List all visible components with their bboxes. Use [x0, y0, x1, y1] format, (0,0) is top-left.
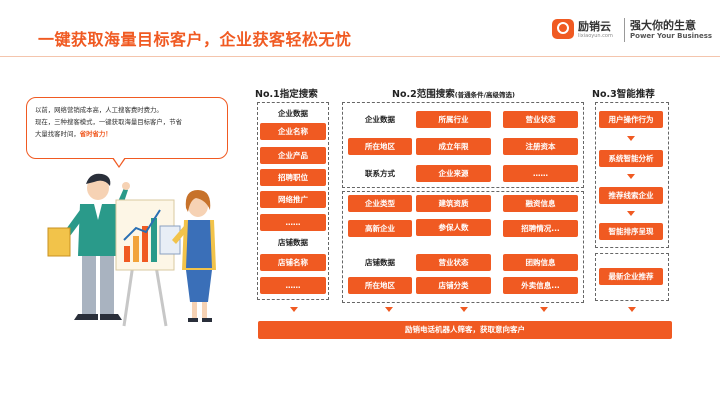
logo-icon [552, 19, 574, 39]
col3-latest-box [595, 253, 669, 301]
logo-url: lixiaoyun.com [578, 33, 613, 39]
logo-separator [624, 18, 625, 42]
col3-flow-box [595, 102, 669, 248]
bubble-line-1: 以前，网络营销成本高，人工搜客费时费力。 [35, 106, 163, 114]
logo-slogan: 强大你的生意 [630, 19, 696, 32]
col1-box [257, 102, 329, 300]
arrow-down-icon [460, 307, 468, 312]
col2-adv-qualification[interactable]: 建筑资质 [416, 195, 491, 212]
arrow-down-icon [385, 307, 393, 312]
arrow-down-icon [627, 211, 635, 216]
arrow-down-icon [290, 307, 298, 312]
col2-title-text: No.2范围搜索 [392, 89, 455, 100]
presentation-board-icon [115, 199, 175, 327]
bubble-line-3: 大量找客时间，省时省力！ [35, 128, 219, 140]
phone-robot-filter-bar[interactable]: 励销电话机器人筛客，获取意向客户 [258, 321, 672, 339]
col2-store-groupbuy[interactable]: 团购信息 [503, 254, 578, 271]
col2-lower-box [342, 191, 584, 303]
col2-adv-hiring[interactable]: 招聘情况... [503, 220, 578, 237]
header-divider [0, 56, 720, 57]
col2-adv-hightech[interactable]: 高新企业 [348, 220, 412, 237]
col2-filter-region[interactable]: 所在地区 [348, 138, 412, 155]
col2-upper-box [342, 102, 584, 188]
col2-adv-type[interactable]: 企业类型 [348, 195, 412, 212]
col1-item-3[interactable]: 网络推广 [260, 191, 326, 208]
slide-title: 一键获取海量目标客户，企业获客轻松无忧 [38, 30, 352, 49]
col2-store-status[interactable]: 营业状态 [416, 254, 491, 271]
col2-filter-capital[interactable]: 注册资本 [503, 138, 578, 155]
col2-filter-contact-label: 联系方式 [365, 169, 395, 178]
col2-store-category[interactable]: 店铺分类 [416, 277, 491, 294]
col3-step-2[interactable]: 推荐线索企业 [599, 187, 663, 204]
logo-name: 励销云 [578, 20, 611, 33]
arrow-down-icon [628, 307, 636, 312]
col2-adv-insured[interactable]: 参保人数 [416, 219, 491, 236]
col1-item-store-0[interactable]: 店铺名称 [260, 254, 326, 271]
logo-slogan-en: Power Your Business [630, 32, 713, 40]
col3-title: No.3智能推荐 [592, 89, 655, 100]
speech-bubble: 以前，网络营销成本高，人工搜客费时费力。 现在，三种搜客模式，一键获取海量目标客… [26, 97, 228, 159]
col1-item-store-1[interactable]: …… [260, 277, 326, 294]
arrow-down-icon [540, 307, 548, 312]
bubble-line-3-text: 大量找客时间， [35, 130, 80, 138]
col1-item-1[interactable]: 企业产品 [260, 147, 326, 164]
col2-filter-source[interactable]: 企业来源 [416, 165, 491, 182]
col2-store-region[interactable]: 所在地区 [348, 277, 412, 294]
col1-item-0[interactable]: 企业名称 [260, 123, 326, 140]
col3-step-1[interactable]: 系统智能分析 [599, 150, 663, 167]
col1-title: No.1指定搜索 [255, 89, 318, 100]
col3-latest[interactable]: 最新企业推荐 [599, 268, 663, 285]
col2-filter-more[interactable]: …… [503, 165, 578, 182]
col2-filter-years[interactable]: 成立年限 [416, 138, 491, 155]
arrow-down-icon [627, 136, 635, 141]
col3-step-3[interactable]: 智能排序呈现 [599, 223, 663, 240]
bubble-line-2: 现在，三种搜客模式，一键获取海量目标客户，节省 [35, 118, 182, 126]
col1-section-store: 店铺数据 [278, 238, 308, 247]
col2-title-note: (普通条件/高级筛选) [454, 91, 516, 99]
col2-store-delivery[interactable]: 外卖信息... [503, 277, 578, 294]
arrow-down-icon [627, 174, 635, 179]
col2-section-enterprise: 企业数据 [365, 115, 395, 124]
col2-filter-industry[interactable]: 所属行业 [416, 111, 491, 128]
col3-step-0[interactable]: 用户操作行为 [599, 111, 663, 128]
company-logo: 励销云 lixiaoyun.com 强大你的生意 Power Your Busi… [552, 16, 712, 46]
bubble-highlight: 省时省力！ [79, 130, 112, 138]
col1-item-2[interactable]: 招聘职位 [260, 169, 326, 186]
col2-filter-status[interactable]: 营业状态 [503, 111, 578, 128]
woman-figure-icon [159, 190, 216, 322]
col2-adv-financing[interactable]: 融资信息 [503, 195, 578, 212]
col1-item-4[interactable]: …… [260, 214, 326, 231]
col1-section-enterprise: 企业数据 [278, 109, 308, 118]
col2-section-store: 店铺数据 [365, 258, 395, 267]
col2-title: No.2范围搜索(普通条件/高级筛选) [392, 86, 515, 100]
bubble-tail-inner [113, 157, 125, 166]
business-people-illustration [47, 173, 216, 327]
man-figure-icon [47, 173, 130, 320]
